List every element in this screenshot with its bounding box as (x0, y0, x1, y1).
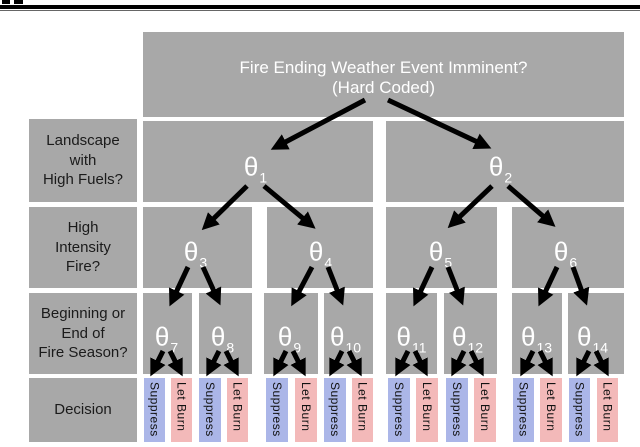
theta-subscript: 1 (259, 169, 268, 186)
theta-subscript: 6 (569, 254, 578, 271)
node-theta6: θ6 (553, 236, 578, 271)
theta-subscript: 5 (444, 254, 453, 271)
decision-letburn-4: Let Burn (352, 378, 373, 442)
theta-subscript: 7 (170, 339, 179, 356)
row-label-line: Beginning or (40, 304, 126, 322)
decision-letburn-1: Let Burn (171, 378, 192, 442)
theta-subscript: 4 (324, 254, 333, 271)
decision-label: Let Burn (478, 382, 492, 432)
theta-subscript: 10 (345, 339, 362, 356)
row-label-line: End of (61, 324, 105, 342)
theta-symbol: θ (308, 236, 324, 267)
theta-subscript: 2 (504, 169, 513, 186)
row-label-line: Intensity (55, 238, 111, 256)
row-label-season: Beginning or End of Fire Season? (29, 293, 137, 374)
theta-symbol: θ (277, 321, 293, 352)
node-theta9: θ9 (277, 321, 302, 356)
node-theta11: θ11 (396, 321, 427, 356)
decision-label: Let Burn (355, 382, 370, 432)
decision-letburn-3: Let Burn (295, 378, 317, 442)
decision-letburn-7: Let Burn (540, 378, 562, 442)
decision-suppress-5: Suppress (388, 378, 410, 442)
tree-panel-theta13 (512, 293, 562, 374)
theta-symbol: θ (396, 321, 411, 352)
node-theta10: θ10 (329, 321, 362, 356)
row-label-line: Landscape (46, 131, 120, 149)
decision-suppress-7: Suppress (513, 378, 534, 442)
node-theta12: θ12 (451, 321, 484, 356)
decision-suppress-2: Suppress (199, 378, 221, 442)
decision-label: Suppress (450, 382, 464, 437)
row-label-line: with (69, 151, 97, 169)
root-question-line2: (Hard Coded) (332, 78, 435, 98)
theta-symbol: θ (210, 321, 226, 352)
node-theta13: θ13 (520, 321, 553, 356)
decision-suppress-1: Suppress (144, 378, 165, 442)
decision-label: Suppress (203, 382, 217, 437)
decision-label: Let Burn (174, 382, 189, 432)
row-label-landscape: Landscape with High Fuels? (29, 119, 137, 202)
node-theta1: θ1 (243, 151, 268, 186)
page-edge-mark (14, 0, 23, 4)
theta-symbol: θ (520, 321, 536, 352)
tree-panel-theta11 (386, 293, 437, 374)
row-label-line: High Fuels? (42, 171, 124, 189)
decision-label: Suppress (147, 382, 162, 437)
page-edge-mark (2, 0, 10, 4)
node-theta4: θ4 (308, 236, 333, 271)
row-label-line: Fire Season? (38, 344, 128, 362)
node-theta14: θ14 (576, 321, 609, 356)
theta-symbol: θ (183, 236, 199, 267)
row-label-intensity: High Intensity Fire? (29, 207, 137, 288)
decision-label: Suppress (516, 382, 531, 437)
decision-label: Let Burn (420, 382, 434, 432)
theta-subscript: 14 (592, 339, 609, 356)
theta-symbol: θ (329, 321, 345, 352)
decision-label: Suppress (328, 382, 342, 437)
row-label-line: Decision (54, 401, 112, 419)
decision-label: Suppress (572, 382, 587, 437)
theta-subscript: 3 (199, 254, 208, 271)
theta-symbol: θ (553, 236, 569, 267)
decision-letburn-8: Let Burn (597, 378, 618, 442)
root-question-box: Fire Ending Weather Event Imminent? (Har… (143, 32, 624, 117)
node-theta2: θ2 (488, 151, 513, 186)
top-rule (0, 5, 640, 9)
theta-symbol: θ (451, 321, 467, 352)
theta-symbol: θ (243, 151, 259, 182)
decision-letburn-2: Let Burn (227, 378, 248, 442)
row-label-line: High (67, 218, 99, 236)
theta-symbol: θ (576, 321, 592, 352)
theta-subscript: 12 (467, 339, 484, 356)
node-theta5: θ5 (428, 236, 453, 271)
decision-label: Let Burn (230, 382, 245, 432)
decision-letburn-5: Let Burn (416, 378, 438, 442)
theta-subscript: 9 (293, 339, 302, 356)
root-question-line1: Fire Ending Weather Event Imminent? (239, 57, 528, 77)
decision-suppress-4: Suppress (324, 378, 346, 442)
decision-suppress-6: Suppress (446, 378, 468, 442)
decision-label: Suppress (392, 382, 406, 437)
decision-label: Let Burn (299, 382, 313, 432)
theta-subscript: 13 (536, 339, 553, 356)
theta-subscript: 11 (411, 339, 427, 356)
decision-suppress-8: Suppress (569, 378, 590, 442)
row-label-decision: Decision (29, 378, 137, 442)
node-theta3: θ3 (183, 236, 208, 271)
decision-label: Let Burn (600, 382, 615, 432)
theta-subscript: 8 (226, 339, 235, 356)
node-theta8: θ8 (210, 321, 235, 356)
decision-suppress-3: Suppress (266, 378, 288, 442)
row-label-line: Fire? (65, 258, 101, 276)
top-rule-thin (0, 10, 640, 11)
decision-label: Let Burn (544, 382, 558, 432)
decision-letburn-6: Let Burn (474, 378, 496, 442)
theta-symbol: θ (154, 321, 170, 352)
decision-label: Suppress (270, 382, 284, 437)
node-theta7: θ7 (154, 321, 179, 356)
theta-symbol: θ (428, 236, 444, 267)
theta-symbol: θ (488, 151, 504, 182)
